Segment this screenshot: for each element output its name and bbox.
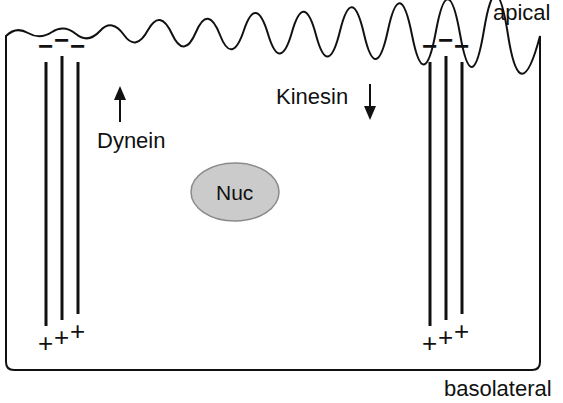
region-label: basolateral [444,378,552,400]
minus-end: − [54,27,69,53]
plus-end: + [438,324,453,350]
plus-end: + [38,330,53,356]
minus-end: − [70,33,85,59]
nucleus: Nuc [190,162,280,222]
minus-end: − [438,27,453,53]
dynein-arrow [114,86,126,122]
minus-end: − [38,33,53,59]
microtubule-bundle-right [430,56,462,326]
plus-end: + [54,324,69,350]
plus-end: + [70,318,85,344]
cell-outline [6,0,540,370]
minus-end: − [422,33,437,59]
motor-label: Kinesin [276,86,348,108]
microtubule-bundle-left [46,56,78,326]
plus-end: + [422,330,437,356]
plus-end: + [454,318,469,344]
minus-end: − [454,33,469,59]
nucleus-label: Nuc [216,182,253,203]
region-label: apical [493,2,550,24]
kinesin-arrow [364,84,376,120]
motor-label: Dynein [97,130,165,152]
